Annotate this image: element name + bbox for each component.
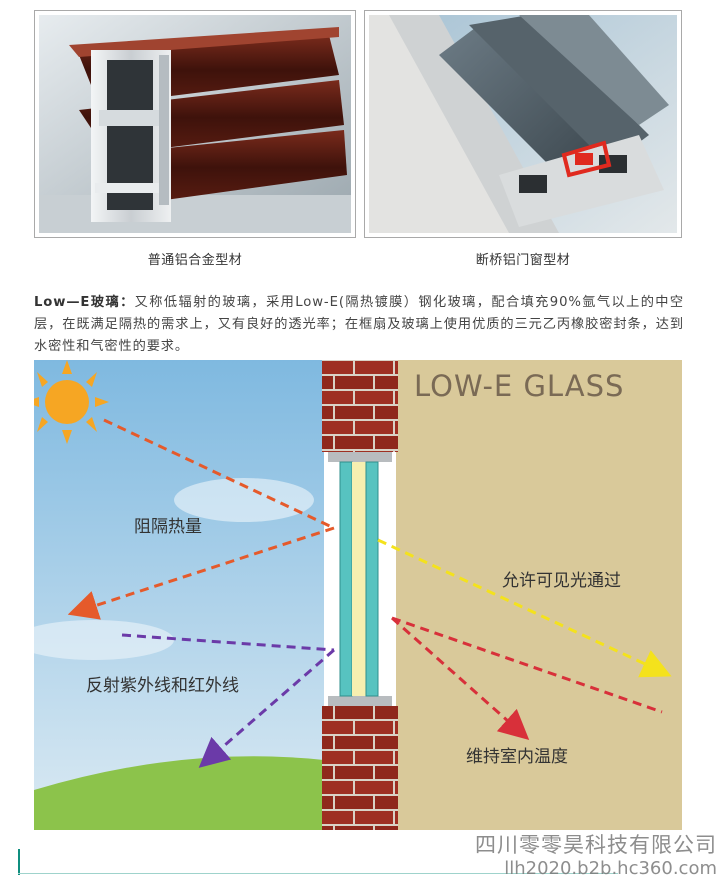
label-reflect-uv-ir: 反射紫外线和红外线 (86, 676, 239, 696)
footer-accent-line (18, 849, 20, 875)
footer-divider (18, 873, 618, 874)
glass-pane-outer (339, 461, 353, 697)
brick-wall-top (322, 360, 398, 452)
watermark: 四川零零昊科技有限公司 llh2020.b2b.hc360.com (475, 832, 717, 880)
indoor-heat-arrow-1 (391, 616, 663, 714)
term-separator: ： (120, 295, 135, 310)
caption-ordinary-aluminum: 普通铝合金型材 (147, 253, 243, 268)
label-allow-light: 允许可见光通过 (502, 571, 621, 591)
glass-pane-inner (365, 461, 379, 697)
indoor-wall (396, 360, 682, 830)
heat-incoming-arrow (103, 418, 335, 530)
photo-broken-bridge-aluminum (364, 10, 682, 238)
glass-air-gap (352, 462, 366, 696)
visible-light-arrow (377, 538, 672, 678)
low-e-glass-diagram: LOW-E GLASS 阻隔热量 反射紫外线和红外线 允许可见光通过 维持室内温… (34, 360, 682, 830)
indoor-heat-arrow-2 (391, 616, 530, 740)
cloud (34, 620, 174, 660)
photo-ordinary-aluminum (34, 10, 356, 238)
diagram-title: LOW-E GLASS (414, 369, 624, 403)
brick-wall-bottom (322, 706, 398, 830)
label-keep-temp: 维持室内温度 (466, 747, 568, 767)
uv-incoming-arrow (121, 633, 335, 652)
aluminum-profile-image (39, 15, 351, 233)
low-e-description: Low—E玻璃：又称低辐射的玻璃，采用Low-E(隔热镀膜）钢化玻璃，配合填充9… (34, 292, 684, 358)
window-frame-bottom (328, 696, 392, 706)
window-frame-top (328, 452, 392, 462)
sun-icon (34, 360, 109, 444)
thermal-break-profile-image (369, 15, 677, 233)
cloud (174, 478, 314, 522)
uv-reflected-arrow (198, 648, 335, 768)
watermark-company: 四川零零昊科技有限公司 (475, 833, 717, 857)
watermark-domain: llh2020.b2b.hc360.com (504, 858, 717, 879)
caption-broken-bridge-aluminum: 断桥铝门窗型材 (475, 253, 571, 268)
description-body: 又称低辐射的玻璃，采用Low-E(隔热镀膜）钢化玻璃，配合填充90%氩气以上的中… (34, 295, 684, 354)
grass-hill (34, 756, 324, 830)
label-block-heat: 阻隔热量 (134, 517, 202, 537)
term-low-e: Low—E玻璃 (34, 295, 121, 310)
